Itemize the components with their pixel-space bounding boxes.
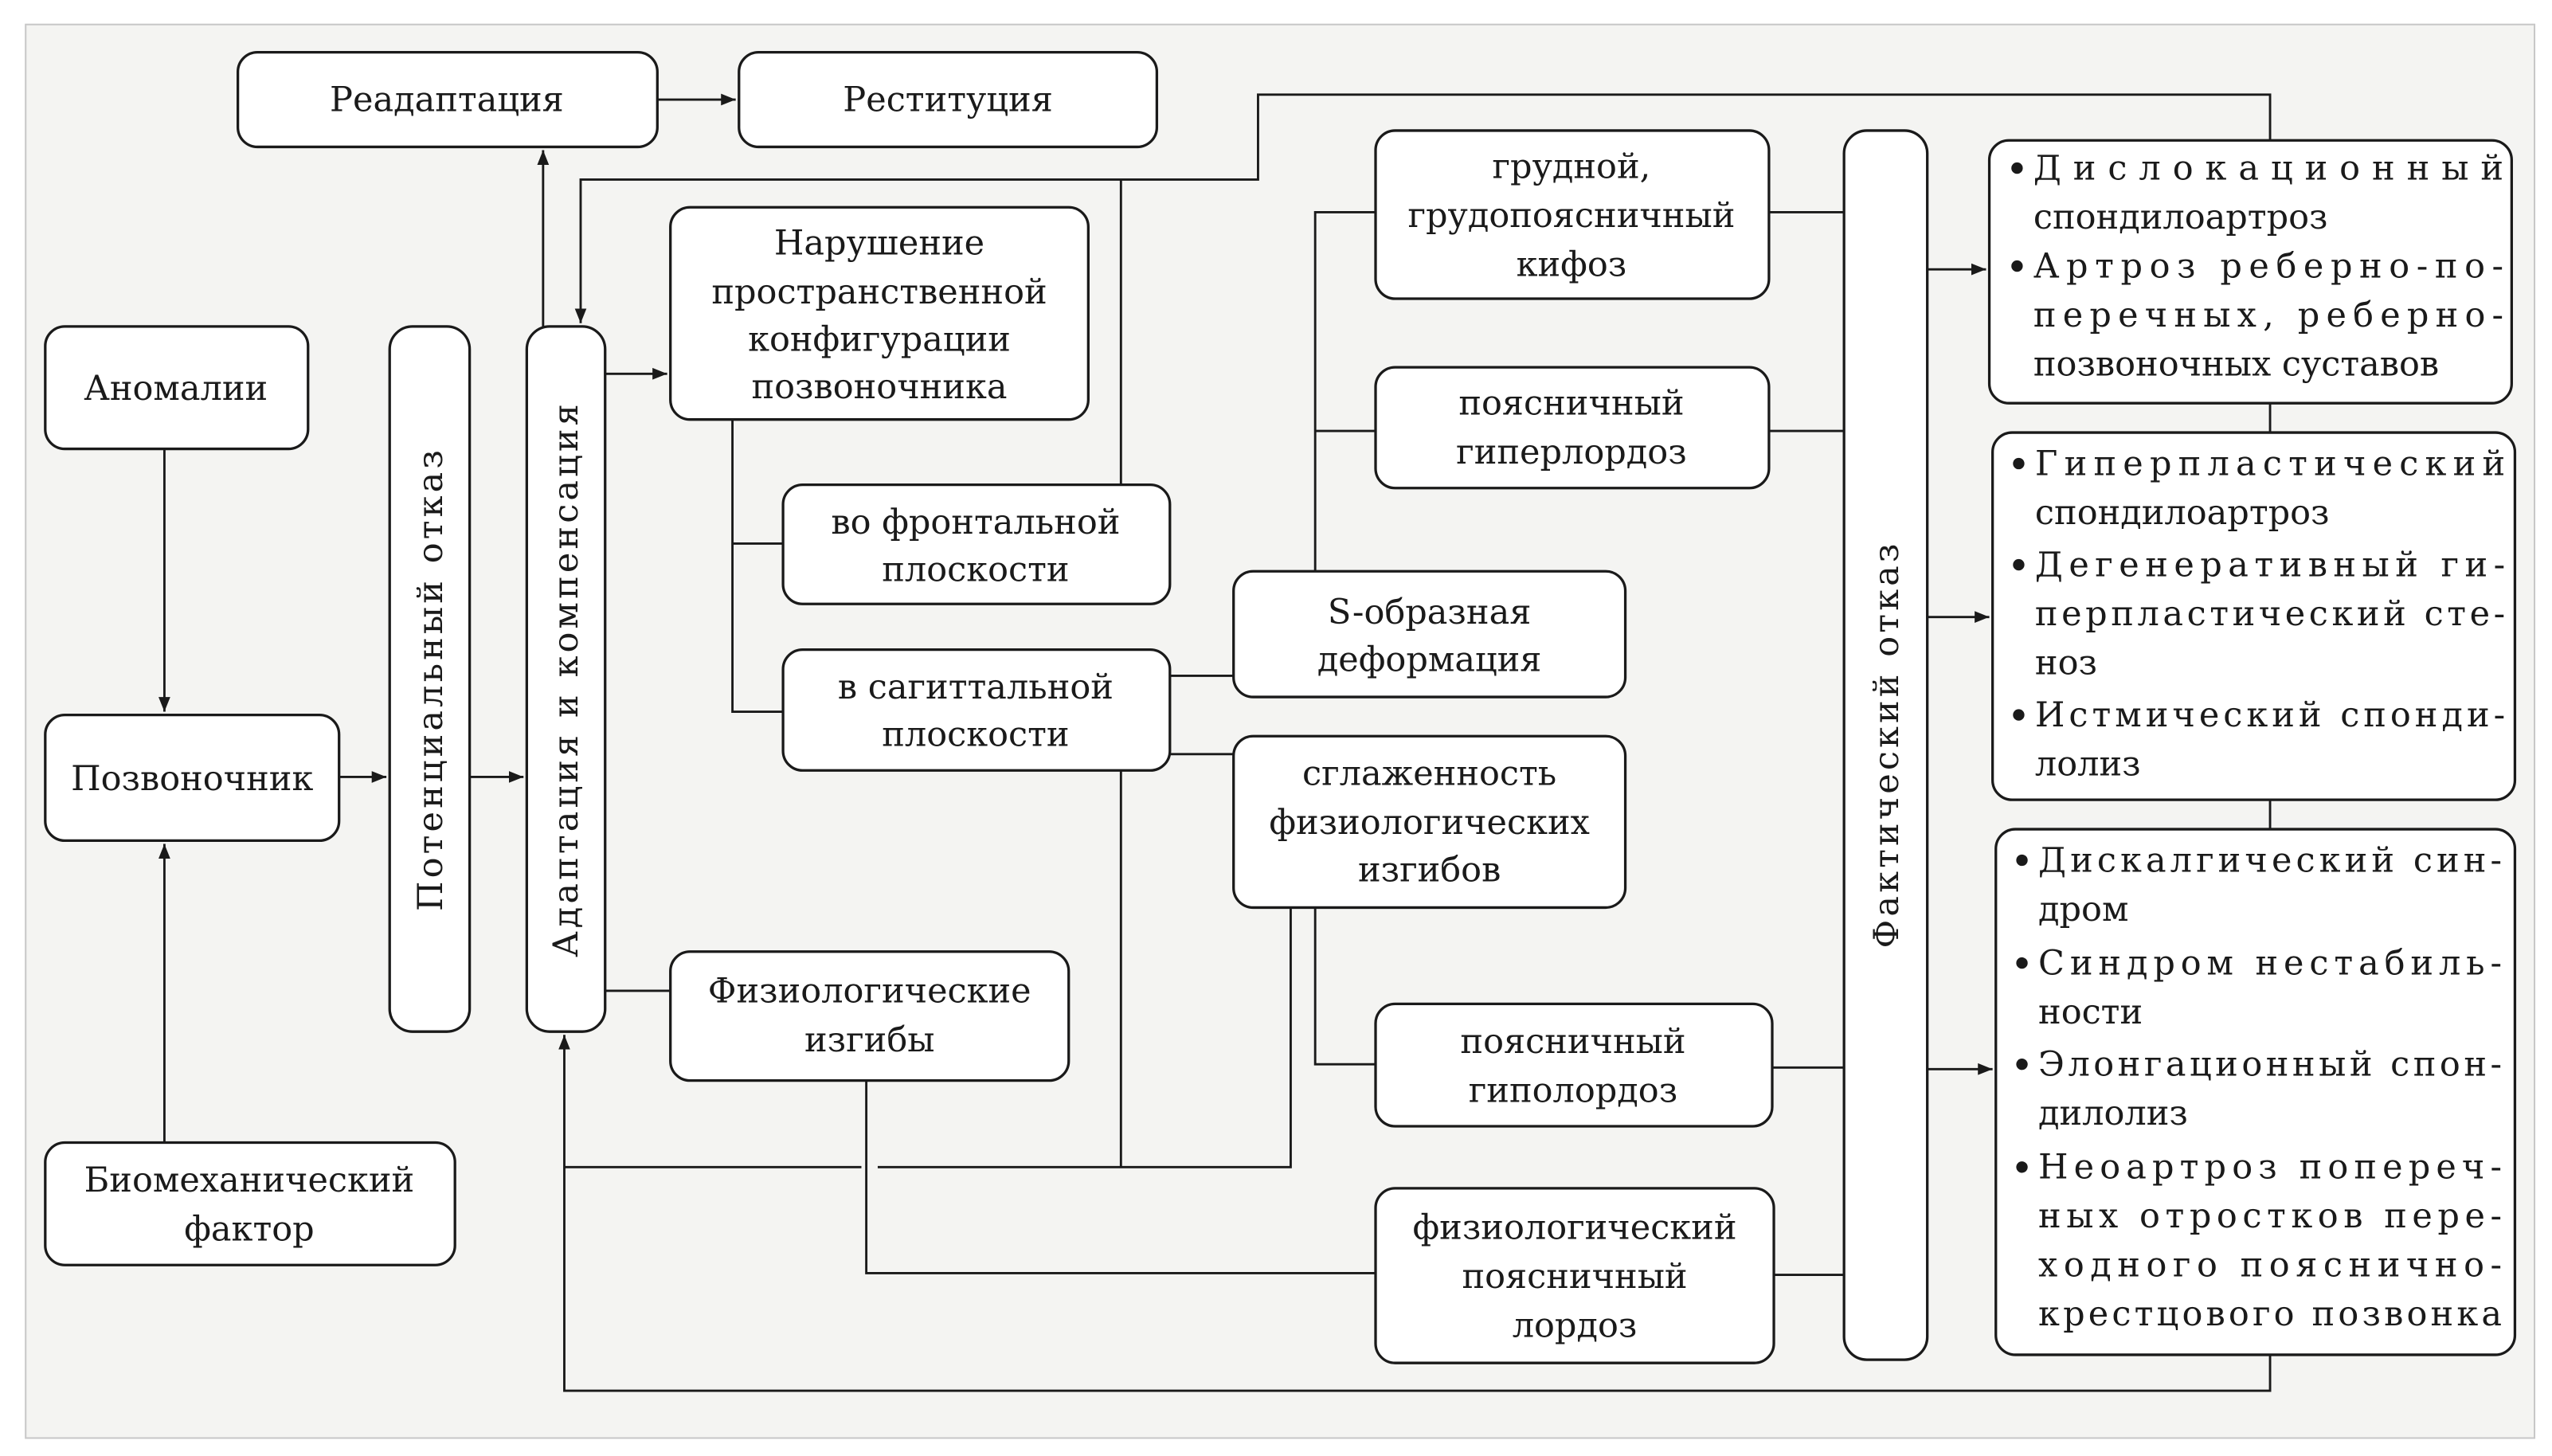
node-label: Реституция [843, 80, 1053, 119]
connectors [159, 93, 2272, 1392]
feedback-loop-top [574, 93, 2272, 323]
outcome-line: крестцового позвонка [2038, 1294, 2502, 1334]
node-spatial-disorder: Нарушение пространственной конфигурации … [669, 205, 1090, 421]
node-label: изгибов [1358, 851, 1501, 890]
outcome-line: лолиз [2035, 744, 2141, 784]
node-thoracic-kyphosis: грудной, грудопоясничный кифоз [1374, 129, 1771, 300]
node-label: Адаптация и компенсация [546, 401, 586, 957]
node-label: гиполордоз [1469, 1070, 1677, 1110]
node-label: сглаженность [1302, 754, 1556, 794]
node-label: в сагиттальной [838, 667, 1114, 707]
bullet-icon [2011, 162, 2023, 174]
node-label: Физиологические [708, 971, 1031, 1011]
node-label: Нарушение [774, 224, 984, 264]
node-smoothness: сглаженность физиологических изгибов [1232, 734, 1627, 910]
outcome-line: Неоартроз попереч- [2038, 1148, 2502, 1188]
node-label: кифоз [1517, 245, 1627, 284]
outcome-line: спондилоартроз [2035, 493, 2330, 533]
node-adaptation: Адаптация и компенсация [525, 325, 607, 1033]
outcome-box-1: Дислокационный спондилоартроз Артроз реб… [1987, 139, 2513, 405]
bullet-icon [2013, 558, 2025, 571]
node-physiological-lordosis: физиологический поясничный лордоз [1374, 1187, 1775, 1364]
connector-curves-lordosis [865, 1080, 1376, 1274]
node-label: Реадаптация [330, 80, 564, 119]
node-label: поясничный [1458, 384, 1684, 424]
outcome-line: дром [2038, 890, 2128, 930]
outcome-box-2: Гиперпластический спондилоартроз Дегенер… [1991, 431, 2517, 801]
bullet-icon [2013, 457, 2025, 470]
node-label: Фактический отказ [1867, 541, 1907, 949]
outcome-line: Синдром нестабиль- [2038, 943, 2502, 983]
node-label: конфигурации [748, 320, 1011, 360]
connector-s-up [1313, 210, 1376, 572]
node-readaptation: Реадаптация [236, 50, 659, 149]
bullet-icon [2016, 1058, 2028, 1070]
node-label: физиологических [1269, 803, 1590, 843]
outcome-line: Дегенеративный ги- [2035, 545, 2505, 585]
outcome-line: ноз [2035, 643, 2097, 683]
node-sagittal: в сагиттальной плоскости [781, 648, 1172, 772]
node-actual-failure: Фактический отказ [1842, 129, 1929, 1361]
node-label: плоскости [882, 715, 1069, 755]
outcome-line: ности [2038, 992, 2143, 1032]
outcome-box-3: Дискалгический син- дром Синдром нестаби… [1994, 828, 2517, 1356]
node-label: пространственной [711, 272, 1047, 312]
node-label: лордоз [1513, 1305, 1638, 1345]
outcome-line: позвоночных суставов [2033, 344, 2439, 384]
bullet-icon [2016, 957, 2028, 969]
bullet-icon [2016, 1161, 2028, 1173]
node-potential-failure: Потенциальный отказ [388, 325, 472, 1033]
node-label: деформация [1317, 640, 1542, 679]
bullet-icon [2016, 854, 2028, 867]
node-label: поясничный [1460, 1022, 1685, 1062]
node-label: во фронтальной [831, 503, 1120, 542]
node-frontal: во фронтальной плоскости [781, 483, 1172, 605]
node-label: грудопоясничный [1407, 196, 1735, 236]
node-label: фактор [184, 1209, 314, 1249]
bullet-icon [2011, 260, 2023, 272]
connector-smooth-hypolordosis [1313, 907, 1376, 1066]
node-label: грудной, [1493, 147, 1651, 186]
node-physiological-curves: Физиологические изгибы [669, 950, 1071, 1082]
outcome-line: Элонгационный спон- [2038, 1045, 2502, 1085]
node-label: Позвоночник [71, 759, 313, 799]
feedback-loop-bottom [558, 1035, 2272, 1392]
connector-smooth-down [877, 907, 1292, 1168]
node-label: S-образная [1328, 593, 1531, 632]
node-label: Аномалии [84, 369, 268, 409]
node-restitution: Реституция [738, 50, 1159, 149]
node-label: Биомеханический [84, 1160, 415, 1200]
node-label: физиологический [1413, 1207, 1737, 1247]
outcome-line: Гиперпластический [2035, 444, 2505, 483]
connector-disorder-branches [731, 419, 784, 713]
node-spine: Позвоночник [44, 713, 341, 843]
node-label: гиперлордоз [1456, 432, 1686, 472]
outcome-line: спондилоартроз [2033, 198, 2328, 237]
node-label: поясничный [1462, 1257, 1687, 1297]
node-label: плоскости [882, 550, 1069, 590]
node-label: изгибы [804, 1020, 934, 1060]
node-biomech: Биомеханический фактор [44, 1141, 456, 1266]
bullet-icon [2013, 709, 2025, 721]
outcome-line: перпластический сте- [2035, 594, 2505, 634]
node-s-deformation: S-образная деформация [1232, 569, 1627, 699]
node-lumbar-hyperlordosis: поясничный гиперлордоз [1374, 366, 1771, 490]
node-label: Потенциальный отказ [411, 447, 451, 911]
node-anomalies: Аномалии [44, 325, 310, 451]
node-label: позвоночника [751, 367, 1007, 407]
outcome-line: Артроз реберно-по- [2033, 246, 2503, 286]
outcome-line: дилолиз [2038, 1094, 2188, 1133]
node-lumbar-hypolordosis: поясничный гиполордоз [1374, 1002, 1774, 1128]
outcome-line: ных отростков пере- [2038, 1196, 2502, 1236]
